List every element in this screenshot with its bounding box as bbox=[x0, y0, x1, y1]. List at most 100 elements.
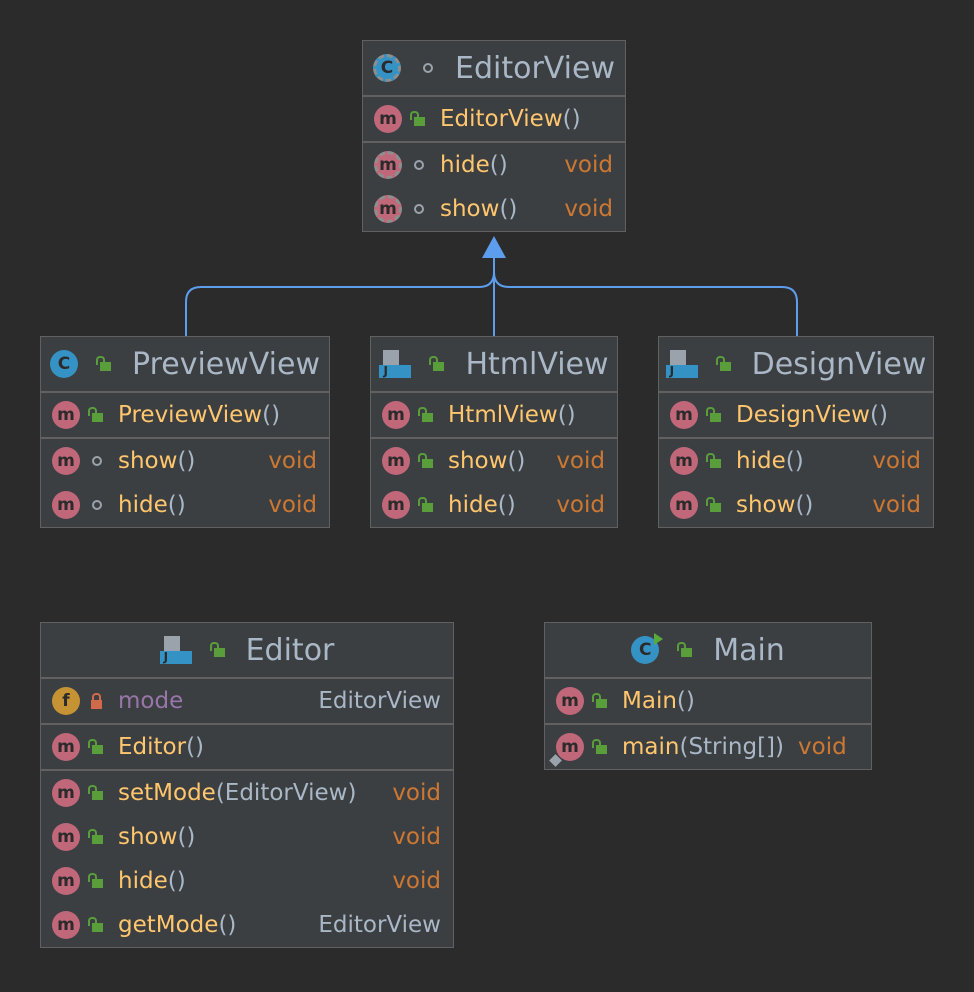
class-header: C EditorView bbox=[363, 41, 625, 97]
public-icon bbox=[408, 108, 430, 130]
method-icon: m bbox=[382, 491, 410, 519]
method-name: main bbox=[622, 734, 680, 760]
method-icon: m bbox=[52, 401, 80, 429]
field-row[interactable]: f mode EditorView bbox=[41, 679, 453, 723]
constructor-row[interactable]: m PreviewView() bbox=[41, 393, 329, 437]
constructor-section: m Main() bbox=[545, 679, 871, 725]
class-header: HtmlView bbox=[371, 337, 617, 393]
method-icon: m bbox=[670, 401, 698, 429]
method-name: show bbox=[736, 492, 796, 518]
class-header: C PreviewView bbox=[41, 337, 329, 393]
constructor-row[interactable]: m EditorView() bbox=[363, 97, 625, 141]
methods-section: m hide() void m show() void bbox=[363, 143, 625, 231]
method-row[interactable]: m setMode(EditorView) void bbox=[41, 771, 453, 815]
method-name: hide bbox=[440, 152, 490, 178]
method-row[interactable]: m hide() void bbox=[41, 859, 453, 903]
method-icon: m bbox=[52, 733, 80, 761]
method-row[interactable]: m hide() void bbox=[659, 439, 933, 483]
public-icon bbox=[590, 736, 612, 758]
public-icon bbox=[704, 494, 726, 516]
public-icon bbox=[86, 404, 108, 426]
public-icon bbox=[86, 736, 108, 758]
return-type: void bbox=[392, 780, 441, 806]
method-icon: m bbox=[556, 687, 584, 715]
method-icon: m bbox=[52, 447, 80, 475]
method-row[interactable]: m show() void bbox=[41, 439, 329, 483]
public-icon bbox=[86, 870, 108, 892]
class-name: Editor bbox=[245, 632, 335, 668]
return-type: void bbox=[556, 492, 605, 518]
return-type: void bbox=[872, 448, 921, 474]
method-row[interactable]: m main(String[]) void bbox=[545, 725, 871, 769]
method-row[interactable]: m getMode() EditorView bbox=[41, 903, 453, 947]
methods-section: m setMode(EditorView) void m show() void… bbox=[41, 771, 453, 947]
constructor-row[interactable]: m DesignView() bbox=[659, 393, 933, 437]
public-icon bbox=[675, 639, 697, 661]
return-type: void bbox=[556, 448, 605, 474]
public-icon bbox=[86, 782, 108, 804]
public-icon bbox=[86, 826, 108, 848]
method-icon: m bbox=[670, 447, 698, 475]
public-icon bbox=[590, 690, 612, 712]
interface-icon bbox=[379, 348, 412, 380]
constructor-row[interactable]: m Main() bbox=[545, 679, 871, 723]
class-name: PreviewView bbox=[132, 346, 320, 382]
class-editorview[interactable]: C EditorView m EditorView() m hide() voi… bbox=[362, 40, 626, 232]
constructor-name: EditorView bbox=[440, 106, 563, 132]
method-row[interactable]: m hide() void bbox=[363, 143, 625, 187]
public-icon bbox=[704, 404, 726, 426]
runnable-class-icon: C bbox=[631, 633, 664, 664]
fields-section: f mode EditorView bbox=[41, 679, 453, 725]
method-icon: m bbox=[52, 867, 80, 895]
class-designview[interactable]: DesignView m DesignView() m hide() void … bbox=[658, 336, 934, 528]
method-row[interactable]: m show() void bbox=[363, 187, 625, 231]
class-icon: C bbox=[50, 350, 79, 378]
return-type: void bbox=[268, 492, 317, 518]
class-main[interactable]: C Main m Main() m main(String[]) void bbox=[544, 622, 872, 770]
methods-section: m show() void m hide() void bbox=[41, 439, 329, 527]
interface-icon bbox=[159, 634, 192, 666]
public-icon bbox=[416, 404, 438, 426]
class-htmlview[interactable]: HtmlView m HtmlView() m show() void m hi… bbox=[370, 336, 618, 528]
class-name: DesignView bbox=[751, 346, 927, 382]
interface-icon bbox=[665, 348, 698, 380]
class-name: Main bbox=[713, 632, 785, 668]
method-row[interactable]: m hide() void bbox=[41, 483, 329, 527]
method-row[interactable]: m hide() void bbox=[371, 483, 617, 527]
class-header: DesignView bbox=[659, 337, 933, 393]
method-name: show bbox=[440, 196, 500, 222]
return-type: void bbox=[564, 152, 613, 178]
constructor-row[interactable]: m HtmlView() bbox=[371, 393, 617, 437]
static-method-icon: m bbox=[549, 733, 584, 767]
method-icon: m bbox=[52, 823, 80, 851]
method-icon: m bbox=[670, 491, 698, 519]
package-private-icon bbox=[86, 450, 108, 472]
method-name: hide bbox=[118, 868, 168, 894]
method-row[interactable]: m show() void bbox=[659, 483, 933, 527]
method-row[interactable]: m show() void bbox=[41, 815, 453, 859]
return-type: void bbox=[872, 492, 921, 518]
class-editor[interactable]: Editor f mode EditorView m Editor() m se… bbox=[40, 622, 454, 948]
return-type: void bbox=[392, 824, 441, 850]
return-type: void bbox=[392, 868, 441, 894]
class-name: EditorView bbox=[455, 50, 615, 86]
method-row[interactable]: m show() void bbox=[371, 439, 617, 483]
constructor-name: DesignView bbox=[736, 402, 870, 428]
field-icon: f bbox=[52, 687, 80, 715]
package-private-icon bbox=[408, 198, 430, 220]
public-icon bbox=[704, 450, 726, 472]
method-icon: m bbox=[52, 911, 80, 939]
private-lock-icon bbox=[86, 690, 108, 712]
class-header: C Main bbox=[545, 623, 871, 679]
return-type: void bbox=[798, 734, 847, 760]
method-name: hide bbox=[118, 492, 168, 518]
method-icon: m bbox=[382, 447, 410, 475]
link-designview-to-editorview bbox=[493, 258, 798, 336]
constructor-row[interactable]: m Editor() bbox=[41, 725, 453, 769]
public-icon bbox=[427, 353, 449, 375]
abstract-method-icon: m bbox=[374, 151, 402, 179]
method-icon: m bbox=[52, 491, 80, 519]
class-previewview[interactable]: C PreviewView m PreviewView() m show() v… bbox=[40, 336, 330, 528]
constructor-section: m EditorView() bbox=[363, 97, 625, 143]
methods-section: m show() void m hide() void bbox=[371, 439, 617, 527]
